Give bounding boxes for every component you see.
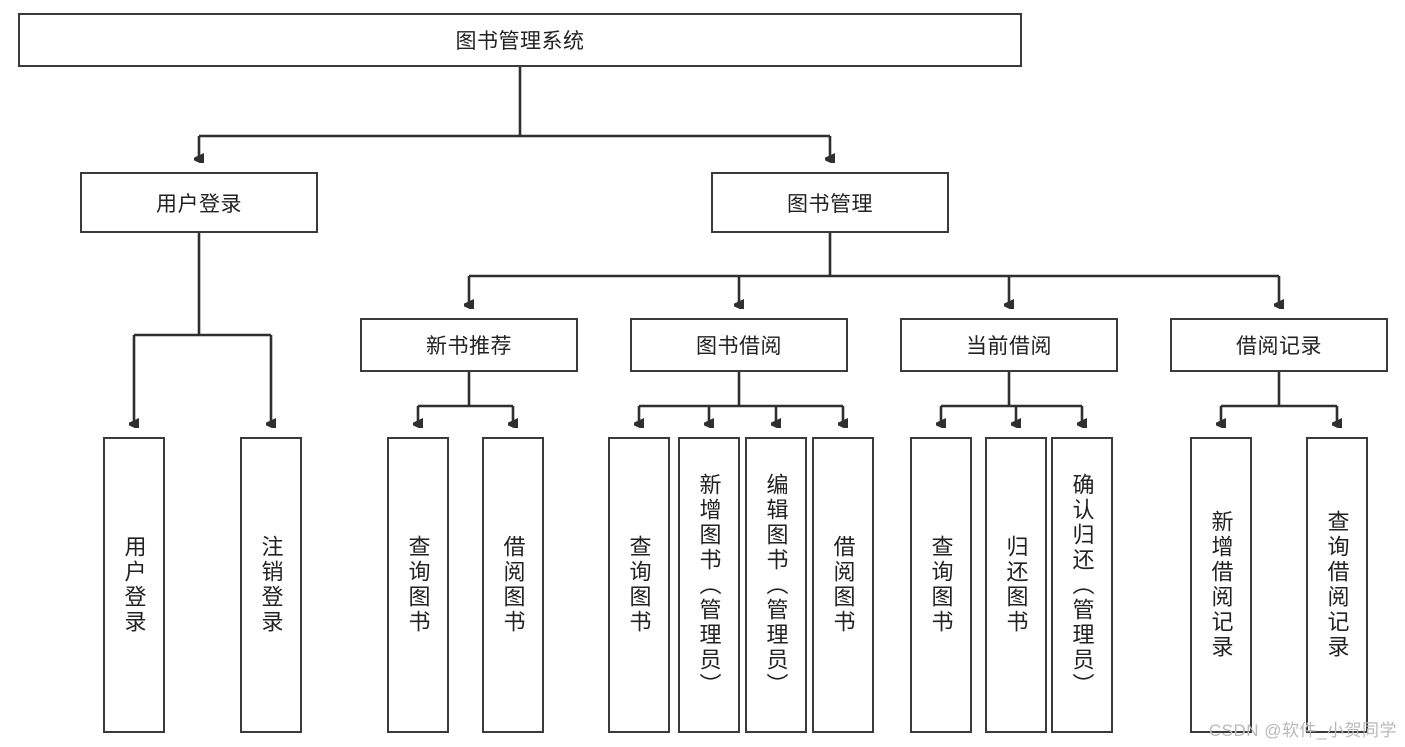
node-leaf-return-book[interactable]: 归还图书 [985,437,1047,733]
node-leaf-logout-login[interactable]: 注销登录 [240,437,302,733]
node-leaf-edit-book-admin[interactable]: 编辑图书（管理员） [745,437,807,733]
node-leaf-query-book-borrow[interactable]: 查询图书 [608,437,670,733]
node-borrow-record[interactable]: 借阅记录 [1170,318,1388,372]
node-leaf-add-borrow-record[interactable]: 新增借阅记录 [1190,437,1252,733]
node-label: 查询借阅记录 [1324,510,1350,660]
node-leaf-query-borrow-record[interactable]: 查询借阅记录 [1306,437,1368,733]
node-new-book-recommend[interactable]: 新书推荐 [360,318,578,372]
node-label: 注销登录 [258,535,284,635]
node-root[interactable]: 图书管理系统 [18,13,1022,67]
node-leaf-user-login[interactable]: 用户登录 [103,437,165,733]
node-label: 新增借阅记录 [1208,510,1234,660]
node-label: 查询图书 [405,535,431,635]
node-label: 用户登录 [156,192,242,216]
node-label: 查询图书 [626,535,652,635]
node-label: 图书管理 [787,192,873,216]
node-label: 图书借阅 [696,335,782,358]
node-leaf-confirm-return-admin[interactable]: 确认归还（管理员） [1051,437,1113,733]
node-label: 编辑图书（管理员） [763,472,789,698]
node-label: 查询图书 [928,535,954,635]
node-label: 借阅记录 [1236,335,1322,358]
node-leaf-query-book-recommend[interactable]: 查询图书 [387,437,449,733]
node-leaf-query-book-current[interactable]: 查询图书 [910,437,972,733]
node-label: 新增图书（管理员） [696,472,722,698]
node-book-borrow[interactable]: 图书借阅 [630,318,848,372]
node-current-borrow[interactable]: 当前借阅 [900,318,1118,372]
node-leaf-borrow-book-borrow[interactable]: 借阅图书 [812,437,874,733]
node-label: 确认归还（管理员） [1069,472,1095,698]
node-user-login[interactable]: 用户登录 [80,172,318,233]
node-leaf-add-book-admin[interactable]: 新增图书（管理员） [678,437,740,733]
node-label: 新书推荐 [426,335,512,358]
watermark-text: CSDN @软件_小贺同学 [1208,721,1397,740]
node-label: 归还图书 [1003,535,1029,635]
node-book-management[interactable]: 图书管理 [711,172,949,233]
node-leaf-borrow-book-recommend[interactable]: 借阅图书 [482,437,544,733]
node-label: 借阅图书 [500,535,526,635]
node-label: 用户登录 [121,535,147,635]
node-label: 当前借阅 [966,335,1052,358]
node-label: 图书管理系统 [455,30,585,53]
node-label: 借阅图书 [830,535,856,635]
